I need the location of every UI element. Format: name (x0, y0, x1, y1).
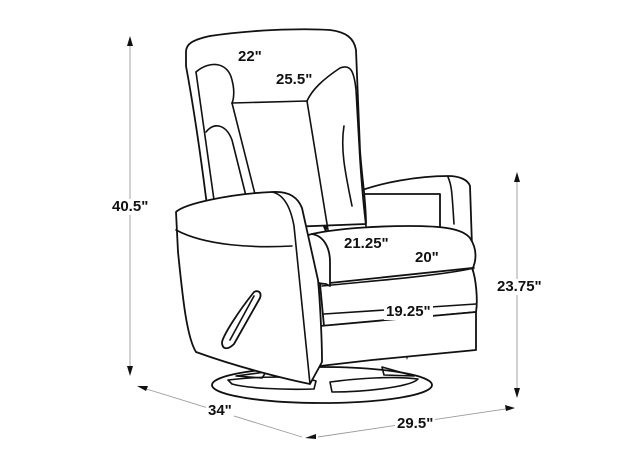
dimension-seat-width: 20" (413, 249, 441, 266)
dimension-arm-height: 23.75" (495, 278, 544, 295)
dimension-seat-height: 19.25" (384, 303, 433, 320)
left-arm (175, 191, 323, 385)
dimension-seat-depth: 21.25" (342, 235, 391, 252)
dimension-overall-height: 40.5" (110, 198, 151, 215)
chair-drawing (175, 28, 478, 404)
swivel-base (211, 366, 433, 404)
dimension-back-height: 25.5" (274, 71, 315, 88)
dimension-overall-width: 29.5" (395, 415, 436, 432)
dimension-overall-depth: 34" (206, 402, 234, 419)
dimension-back-width: 22" (236, 48, 264, 65)
